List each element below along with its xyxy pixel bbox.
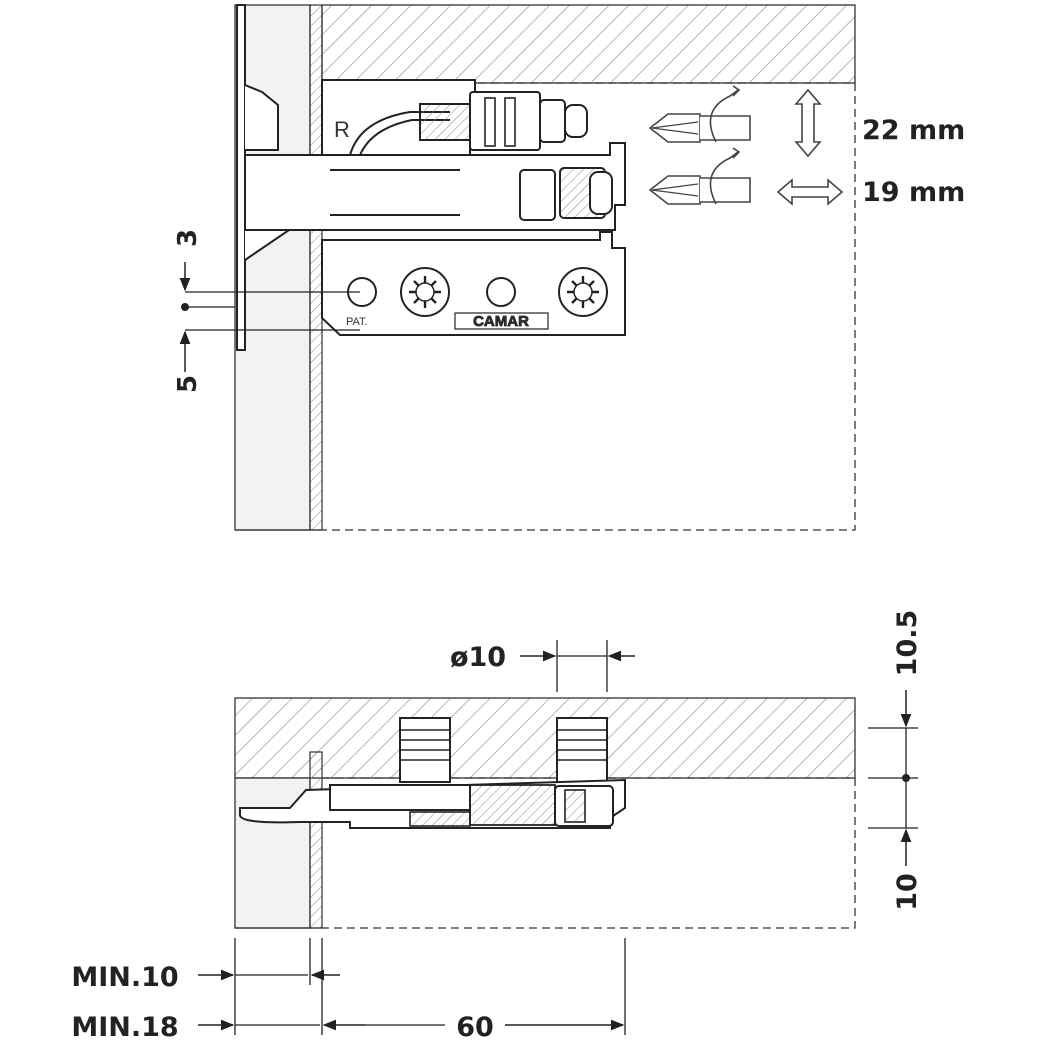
adjust-height-label: 22 mm (862, 115, 965, 146)
vertical-double-arrow-icon (794, 88, 822, 158)
mark-pat: PAT. (346, 316, 368, 328)
dim-5: 5 (173, 375, 203, 393)
cabinet-top-section (234, 697, 856, 779)
phillips-screwdriver-icon (648, 113, 751, 143)
front-panel-edge (309, 4, 323, 531)
dowel-2 (556, 717, 608, 783)
side-view: ø10 10.5 10 MIN.10 MIN.18 60 (71, 610, 923, 1041)
depth-60-label: 60 (456, 1012, 494, 1041)
side-panel (234, 4, 311, 531)
mark-r: R (334, 117, 350, 142)
top-view: R PAT. CAMAR 3 5 22 mm 19 mm (173, 4, 965, 531)
height-adjust-screw (539, 99, 566, 143)
brand-plate (454, 312, 549, 330)
dim-10-5: 10.5 (892, 610, 923, 677)
fixing-hole-2 (486, 277, 516, 307)
front-panel-section (309, 751, 323, 929)
rotation-arrow-icon-2 (709, 151, 739, 205)
depth-adjust-cam (519, 169, 556, 221)
adjust-depth-label: 19 mm (862, 177, 965, 208)
horizontal-double-arrow-icon (776, 178, 844, 206)
dim-10: 10 (892, 873, 923, 911)
min-10-label: MIN.10 (71, 962, 178, 993)
min-18-label: MIN.18 (71, 1012, 178, 1041)
hidden-panel-outline (322, 82, 856, 531)
cabinet-top-hatched (321, 4, 856, 84)
hanger-mechanism (469, 784, 556, 826)
hanger-base-plate (321, 231, 626, 336)
phillips-screwdriver-icon-2 (648, 175, 751, 205)
dowel-diameter: ø10 (450, 642, 506, 673)
mounting-plate (236, 4, 246, 351)
brand-camar: CAMAR (473, 313, 529, 330)
dim-3: 3 (173, 229, 203, 247)
dowel-1 (399, 717, 451, 783)
rotation-arrow-icon (709, 89, 739, 143)
